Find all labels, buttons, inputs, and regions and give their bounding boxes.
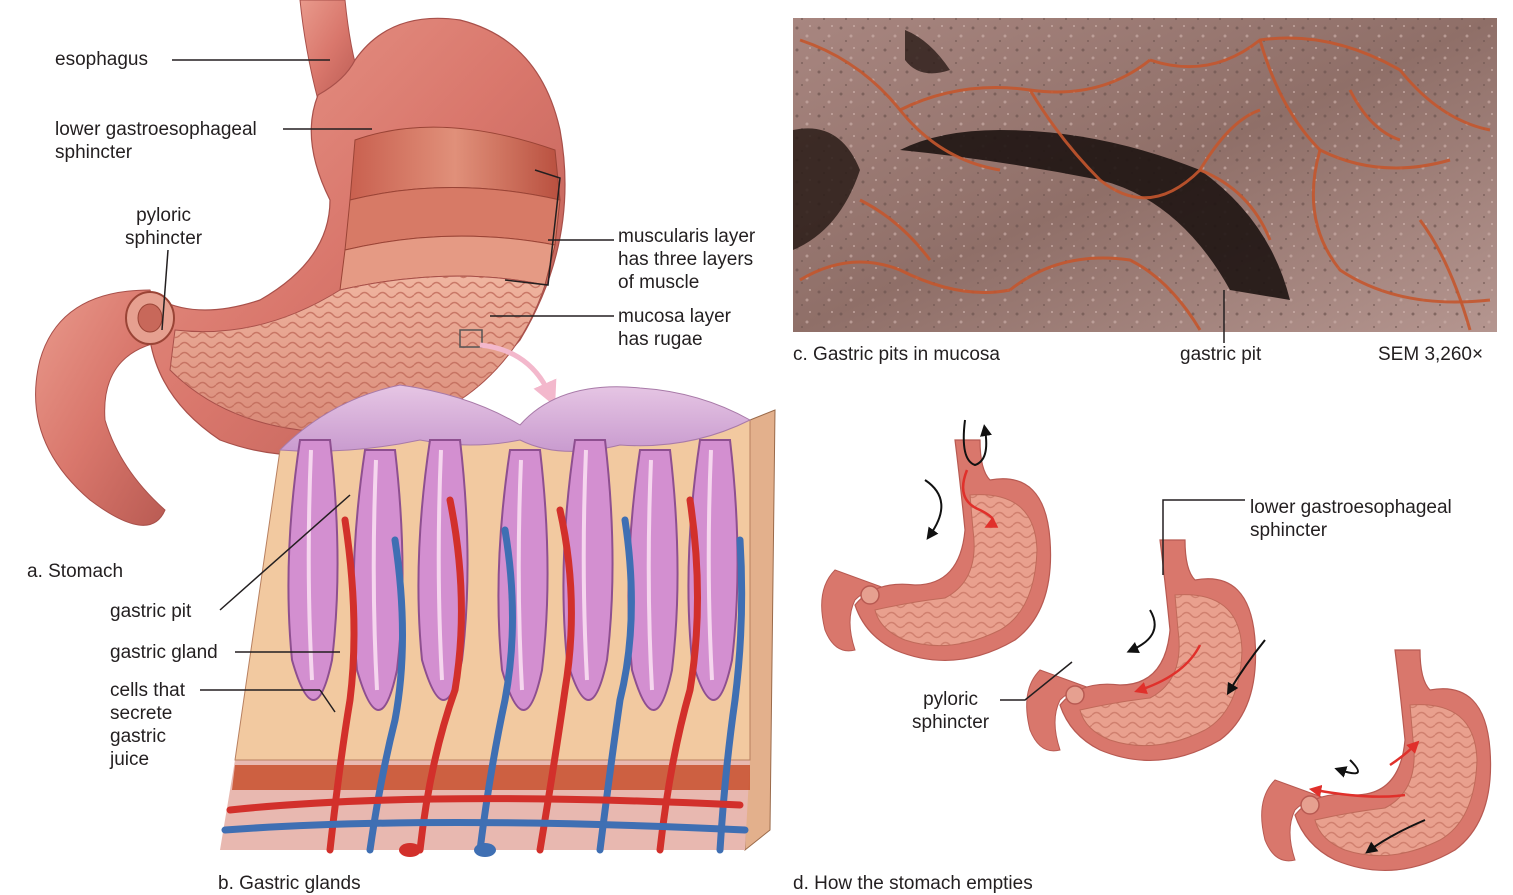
stomach-stage-2 bbox=[1027, 540, 1265, 760]
label-mucosa-layer: mucosa layer has rugae bbox=[618, 305, 731, 351]
stomach-stage-3 bbox=[1262, 650, 1491, 870]
label-lower-gastroesophageal-sphincter-d: lower gastroesophageal sphincter bbox=[1250, 496, 1452, 542]
caption-b: b. Gastric glands bbox=[218, 872, 361, 895]
label-gastric-pit-c: gastric pit bbox=[1180, 343, 1261, 366]
caption-a: a. Stomach bbox=[27, 560, 123, 583]
stomach-emptying-sequence bbox=[822, 420, 1491, 870]
mini-pylorus bbox=[861, 586, 879, 604]
caption-c: c. Gastric pits in mucosa bbox=[793, 343, 1000, 366]
label-muscularis-layer: muscularis layer has three layers of mus… bbox=[618, 225, 755, 294]
motion-arrow bbox=[1132, 610, 1155, 650]
artery-cross-section bbox=[399, 843, 421, 857]
label-gastric-gland: gastric gland bbox=[110, 641, 218, 664]
label-gastric-pit-b: gastric pit bbox=[110, 600, 191, 623]
label-lower-gastroesophageal-sphincter: lower gastroesophageal sphincter bbox=[55, 118, 257, 164]
label-pyloric-sphincter: pyloric sphincter bbox=[125, 204, 202, 250]
label-pyloric-sphincter-d: pyloric sphincter bbox=[912, 688, 989, 734]
vein-cross-section bbox=[474, 843, 496, 857]
motion-arrow bbox=[1340, 760, 1358, 773]
motion-arrow bbox=[925, 480, 941, 535]
label-sem-magnification: SEM 3,260× bbox=[1378, 343, 1483, 366]
label-cells-secrete-gastric-juice: cells that secrete gastric juice bbox=[110, 679, 185, 771]
caption-d: d. How the stomach empties bbox=[793, 872, 1033, 895]
mini-pylorus bbox=[1066, 686, 1084, 704]
label-esophagus: esophagus bbox=[55, 48, 148, 71]
stomach-stage-1 bbox=[822, 420, 1051, 660]
mini-pylorus bbox=[1301, 796, 1319, 814]
